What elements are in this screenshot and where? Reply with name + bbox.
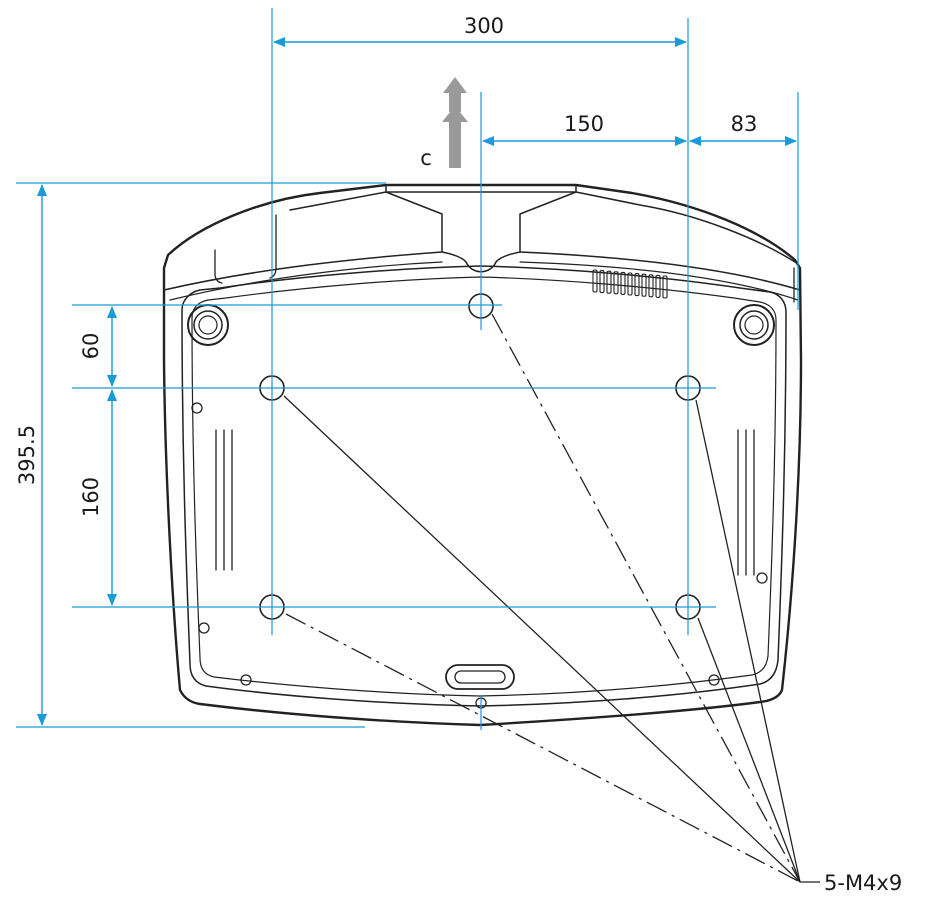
right-foot bbox=[733, 304, 775, 346]
top-plate bbox=[289, 184, 796, 263]
right-ribs bbox=[737, 429, 755, 576]
screw-callout-label: 5-M4x9 bbox=[824, 871, 902, 895]
center-mark-label: c bbox=[420, 146, 432, 170]
center-direction-arrow bbox=[442, 77, 468, 168]
dim-label-150: 150 bbox=[564, 112, 604, 136]
left-ribs bbox=[215, 429, 233, 571]
outer-shell bbox=[162, 183, 803, 727]
vent-slot bbox=[655, 274, 661, 298]
dim-label-160: 160 bbox=[79, 477, 103, 517]
left-side-detail bbox=[214, 214, 277, 284]
small-screws bbox=[191, 402, 768, 709]
mounting-holes bbox=[259, 293, 701, 620]
rear-handle bbox=[445, 664, 515, 690]
extension-lines bbox=[16, 8, 799, 730]
dim-label-60: 60 bbox=[79, 333, 103, 360]
projector-outline bbox=[162, 183, 803, 727]
dim-label-83: 83 bbox=[731, 112, 758, 136]
inner-tray bbox=[181, 265, 787, 707]
callout-leaders bbox=[283, 313, 820, 883]
left-foot bbox=[187, 304, 229, 346]
vent-slot bbox=[613, 271, 619, 295]
vent-slot bbox=[627, 272, 633, 296]
dim-label-395: 395.5 bbox=[15, 425, 39, 485]
vent-slot bbox=[634, 273, 640, 297]
vent-slot bbox=[592, 269, 598, 293]
arrow-up-icon bbox=[442, 106, 468, 122]
vent-slot bbox=[599, 270, 605, 294]
vent-slot bbox=[662, 275, 668, 299]
front-band bbox=[163, 251, 801, 291]
dimension-lines bbox=[37, 37, 797, 726]
vent-slot bbox=[641, 273, 647, 297]
vent-slot bbox=[620, 271, 626, 295]
dim-label-300: 300 bbox=[464, 14, 504, 38]
vent-slot bbox=[648, 274, 654, 298]
vent-slot bbox=[606, 270, 612, 294]
vent-slots bbox=[592, 269, 668, 299]
inner-tray-2 bbox=[191, 276, 777, 697]
